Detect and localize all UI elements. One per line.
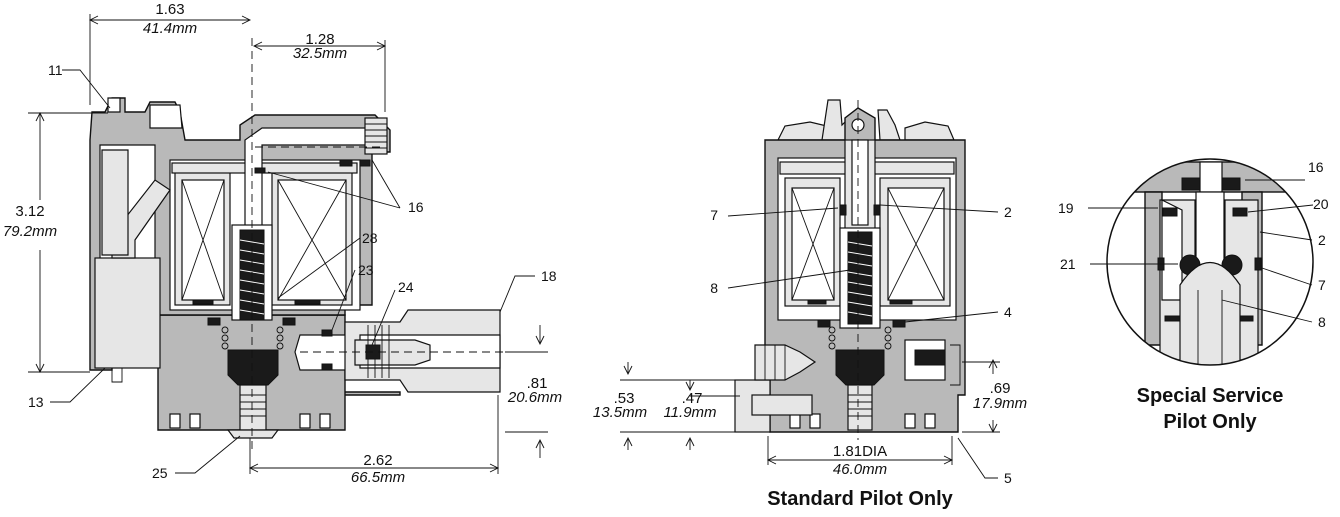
- callout-25: 25: [152, 465, 168, 481]
- detail-callouts: 16 19 20 2 21 7 8: [1058, 159, 1329, 330]
- dim-3-12-in: 3.12: [15, 203, 44, 220]
- dim-17-9-mm: 17.9mm: [973, 395, 1027, 412]
- detail-circle: [1106, 158, 1314, 366]
- callout-2-detail: 2: [1318, 232, 1326, 248]
- dim-81-in: .81: [527, 375, 548, 392]
- dim-46-0-mm: 46.0mm: [833, 461, 887, 478]
- callout-4-mid: 4: [1004, 304, 1012, 320]
- dim-1-28-in: 1.28: [305, 31, 334, 48]
- callout-19-detail: 19: [1058, 200, 1074, 216]
- callout-18: 18: [541, 268, 557, 284]
- callout-20-detail: 20: [1313, 196, 1329, 212]
- middle-valve-section: [734, 99, 966, 440]
- callout-8-detail: 8: [1318, 314, 1326, 330]
- dim-32-5-mm: 32.5mm: [293, 45, 347, 62]
- dim-66-5-mm: 66.5mm: [351, 469, 405, 486]
- callout-21-detail: 21: [1060, 256, 1076, 272]
- callout-24: 24: [398, 279, 414, 295]
- callout-23: 23: [358, 262, 374, 278]
- callout-7-detail: 7: [1318, 277, 1326, 293]
- middle-dimensions: .53 13.5mm .47 11.9mm .69 17.9mm 1.81DIA…: [593, 358, 1027, 478]
- callout-16-detail: 16: [1308, 159, 1324, 175]
- dim-11-9-mm: 11.9mm: [663, 404, 716, 421]
- dim-13-5-mm: 13.5mm: [593, 404, 647, 421]
- dim-1-63-in: 1.63: [155, 1, 184, 18]
- dim-47-in: .47: [682, 390, 703, 407]
- left-dimensions: 1.63 41.4mm 1.28 32.5mm 3.12 79.2mm .81 …: [3, 1, 562, 486]
- dim-20-6-mm: 20.6mm: [507, 389, 562, 406]
- callout-5-mid: 5: [1004, 470, 1012, 486]
- dim-1-81-dia: 1.81DIA: [833, 443, 887, 460]
- caption-special-line2: Pilot Only: [1163, 411, 1257, 433]
- caption-special-line1: Special Service: [1137, 385, 1284, 407]
- callout-7-mid: 7: [710, 207, 718, 223]
- callout-8-mid: 8: [710, 280, 718, 296]
- callout-13: 13: [28, 394, 44, 410]
- caption-standard-pilot: Standard Pilot Only: [767, 488, 953, 510]
- dim-41-4-mm: 41.4mm: [143, 20, 197, 37]
- left-valve-section: [89, 38, 540, 450]
- dim-79-2-mm: 79.2mm: [3, 223, 57, 240]
- callout-11: 11: [48, 62, 63, 78]
- dim-53-in: .53: [614, 390, 635, 407]
- callout-28: 28: [362, 230, 378, 246]
- middle-callouts: 7 2 8 4 5: [710, 204, 1012, 486]
- left-callouts: 11 16 28 23 24 18 13 25: [28, 62, 557, 481]
- callout-16: 16: [408, 199, 424, 215]
- dim-69-in: .69: [990, 380, 1011, 397]
- dim-2-62-in: 2.62: [363, 452, 392, 469]
- callout-2-mid: 2: [1004, 204, 1012, 220]
